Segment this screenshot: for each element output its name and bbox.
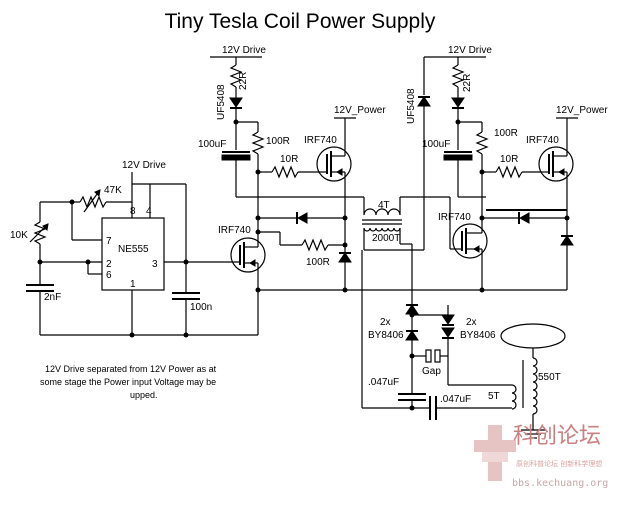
diagram-title: Tiny Tesla Coil Power Supply (165, 10, 436, 33)
fet-label-top-left: IRF740 (304, 135, 337, 146)
pot-10k-label: 10K (10, 230, 28, 241)
fet-label-bottom-left: IRF740 (218, 225, 251, 236)
uf5408-label-left: UF5408 (216, 84, 227, 120)
cap-100uf-label-right: 100uF (422, 139, 450, 150)
cap-100uf-label-left: 100uF (198, 139, 226, 150)
potentiometer-47k (79, 195, 107, 209)
left-high-side-driver: 12V Drive 22R UF5408 100uF 100R 10R (198, 45, 345, 210)
coil-secondary-550t (532, 357, 538, 415)
mosfet-irf740-top-right: IRF740 12V_Power (526, 105, 608, 197)
cap-047-bottom-label: .047uF (440, 394, 471, 405)
watermark-sub: 原创科普论坛 创新科学理想 (516, 459, 602, 468)
coil-primary-label: 5T (488, 391, 500, 402)
xfmr-secondary-label: 2000T (372, 233, 400, 244)
diode-gate-right (518, 212, 530, 224)
ne555-timer-circuit: 12V Drive NE555 7 8 4 2 6 3 1 47K 10K (10, 160, 258, 338)
design-note: 12V Drive separated from 12V Power as at… (40, 364, 217, 400)
drive-label-555: 12V Drive (122, 160, 166, 171)
drive-label-right: 12V Drive (448, 45, 492, 56)
resistor-100r-right (475, 131, 489, 155)
transformer-4t-2000t: 4T 2000T (345, 196, 450, 305)
resistor-10r-left (271, 165, 299, 179)
pin-2-label: 2 (106, 259, 112, 270)
power-label-right: 12V_Power (556, 105, 608, 116)
pot-47k-label: 47K (104, 185, 122, 196)
r22-label-left: 22R (238, 72, 249, 90)
ic-label: NE555 (118, 244, 149, 255)
diode-by8406-left-b (405, 330, 419, 341)
note-line-2: some stage the Power input Voltage may b… (40, 377, 216, 387)
mosfet-irf740-top-left: IRF740 12V_Power (304, 105, 386, 197)
pin-4-label: 4 (146, 206, 152, 217)
r100-gate-label: 100R (306, 257, 330, 268)
fet-label-top-right: IRF740 (526, 135, 559, 146)
mosfet-irf740-bottom-left: IRF740 (186, 210, 266, 335)
resistor-22r-right (451, 64, 465, 88)
resistor-22r-left (229, 64, 243, 88)
resistor-10r-right (495, 165, 523, 179)
cap-047-left-label: .047uF (368, 377, 399, 388)
diode-uf5408-right-b (451, 97, 465, 108)
cap-2nf-label: 2nF (44, 292, 61, 303)
coil-secondary-label: 550T (538, 372, 561, 383)
resistor-100r-gate (301, 238, 329, 252)
note-line-3: upped. (130, 390, 158, 400)
resistor-100r-left (251, 131, 265, 155)
watermark-logo (474, 425, 516, 481)
r10-label-right: 10R (500, 154, 518, 165)
mosfet-irf740-bottom-right: IRF740 (438, 197, 574, 290)
watermark-cn: 科创论坛 (513, 424, 601, 449)
coil-primary-5t (511, 384, 517, 410)
diode-right-qty: 2x (466, 317, 477, 328)
power-label-left: 12V_Power (334, 105, 386, 116)
diode-gate-left (296, 212, 308, 224)
cap-100n-label: 100n (190, 302, 212, 313)
diode-left-qty: 2x (380, 317, 391, 328)
pin-8-label: 8 (130, 206, 136, 217)
right-high-side-driver: 12V Drive UF5408 22R 100uF 100R 10R (406, 45, 540, 250)
note-line-1: 12V Drive separated from 12V Power as at (45, 364, 217, 374)
r10-label-left: 10R (280, 154, 298, 165)
toroid-top-load (500, 323, 566, 349)
spark-gap (425, 349, 432, 363)
r22-label-right: 22R (462, 74, 473, 92)
diode-uf5408-left (229, 97, 243, 108)
diode-gate-vertical-left (338, 252, 352, 263)
watermark-url: bbs.kechuang.org (512, 478, 608, 489)
gap-label: Gap (422, 366, 441, 377)
output-multiplier: 2x BY8406 2x BY8406 Gap .047uF .047uF (361, 250, 566, 439)
pin-3-label: 3 (152, 259, 158, 270)
r100-label-left: 100R (266, 136, 290, 147)
fet-label-bottom-right: IRF740 (438, 212, 471, 223)
drive-label-left: 12V Drive (222, 45, 266, 56)
gate-drive-network: 100R (255, 197, 352, 290)
ne555-ic (101, 217, 165, 291)
diode-gate-vertical-right (560, 235, 574, 246)
watermark: 科创论坛 原创科普论坛 创新科学理想 bbs.kechuang.org (474, 424, 608, 489)
diode-by8406-right-b (441, 327, 455, 338)
xfmr-primary-label: 4T (378, 200, 390, 211)
diode-left-part: BY8406 (368, 330, 404, 341)
diode-right-part: BY8406 (460, 330, 496, 341)
pin-1-label: 1 (130, 279, 136, 290)
pin-7-label: 7 (106, 236, 112, 247)
pin-6-label: 6 (106, 270, 112, 281)
r100-label-right: 100R (494, 128, 518, 139)
uf5408-label-right: UF5408 (406, 88, 417, 124)
potentiometer-10k (33, 221, 47, 245)
diode-by8406-right-a (441, 314, 455, 325)
diode-uf5408-right-a (417, 96, 431, 107)
